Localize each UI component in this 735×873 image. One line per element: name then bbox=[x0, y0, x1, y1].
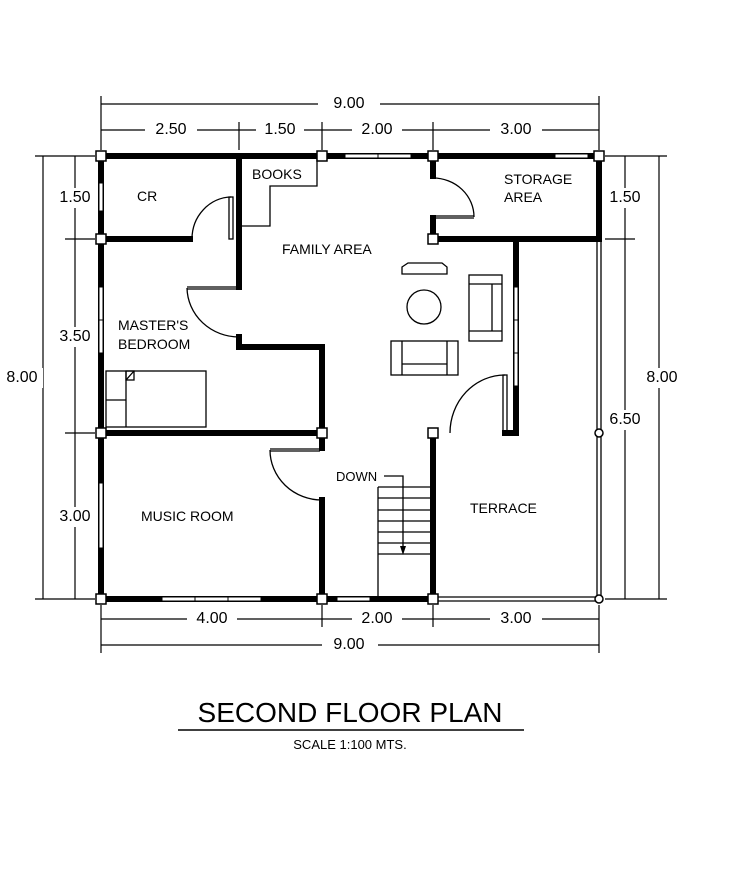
dim-left-2: 3.50 bbox=[59, 328, 90, 345]
walls bbox=[98, 153, 602, 602]
plan-title: SECOND FLOOR PLAN bbox=[198, 697, 503, 728]
bookshelf bbox=[242, 158, 318, 227]
dim-left-1: 1.50 bbox=[59, 189, 90, 206]
master-bedroom-door[interactable] bbox=[186, 286, 240, 338]
dim-right-2: 6.50 bbox=[609, 411, 640, 428]
doors bbox=[186, 177, 508, 501]
stairs[interactable] bbox=[377, 475, 430, 597]
windows bbox=[98, 153, 589, 602]
room-label-music-room: MUSIC ROOM bbox=[141, 508, 234, 524]
dim-top-total: 9.00 bbox=[333, 95, 364, 112]
furniture bbox=[105, 262, 503, 428]
bed bbox=[105, 370, 207, 428]
room-labels: CR BOOKS STORAGE AREA FAMILY AREA MASTER… bbox=[118, 166, 572, 524]
round-table bbox=[406, 289, 442, 325]
music-room-door[interactable] bbox=[269, 448, 323, 501]
dim-top-3: 2.00 bbox=[361, 121, 392, 138]
room-label-storage-2: AREA bbox=[504, 189, 543, 205]
dim-top-4: 3.00 bbox=[500, 121, 531, 138]
storage-door[interactable] bbox=[432, 177, 475, 219]
room-label-master-1: MASTER'S bbox=[118, 317, 188, 333]
room-label-master-2: BEDROOM bbox=[118, 336, 190, 352]
dim-bottom-total: 9.00 bbox=[333, 636, 364, 653]
sofa-right bbox=[468, 274, 503, 342]
cr-door[interactable] bbox=[191, 196, 234, 240]
tv-console bbox=[401, 262, 448, 275]
dim-bottom-2: 2.00 bbox=[361, 610, 392, 627]
room-label-storage-1: STORAGE bbox=[504, 171, 572, 187]
dim-top-2: 1.50 bbox=[264, 121, 295, 138]
dim-right-total: 8.00 bbox=[646, 369, 677, 386]
arrow-head-icon bbox=[400, 546, 406, 555]
room-label-books: BOOKS bbox=[252, 166, 302, 182]
dimension-labels: 9.00 2.50 1.50 2.00 3.00 8.00 1.50 3.50 … bbox=[5, 95, 682, 654]
stairs-label-down: DOWN bbox=[336, 469, 377, 484]
terrace-door[interactable] bbox=[449, 374, 508, 434]
down-arrow bbox=[384, 475, 404, 552]
columns bbox=[95, 150, 605, 605]
room-label-cr: CR bbox=[137, 188, 157, 204]
plan-scale: SCALE 1:100 MTS. bbox=[293, 737, 406, 752]
dim-right-1: 1.50 bbox=[609, 189, 640, 206]
dim-bottom-3: 3.00 bbox=[500, 610, 531, 627]
dim-top-1: 2.50 bbox=[155, 121, 186, 138]
sofa-bottom bbox=[390, 340, 459, 376]
room-label-family-area: FAMILY AREA bbox=[282, 241, 372, 257]
dim-bottom-1: 4.00 bbox=[196, 610, 227, 627]
dim-left-3: 3.00 bbox=[59, 508, 90, 525]
room-label-terrace: TERRACE bbox=[470, 500, 537, 516]
dim-left-total: 8.00 bbox=[6, 369, 37, 386]
